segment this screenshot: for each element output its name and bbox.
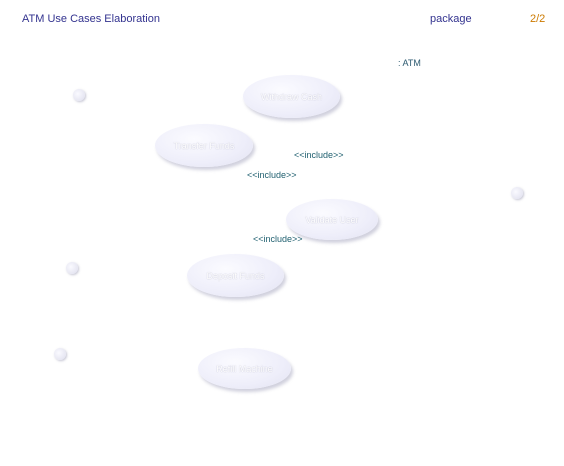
- include-label: <<include>>: [247, 170, 297, 180]
- actor-icon[interactable]: [511, 187, 523, 199]
- use-case-withdraw-cash[interactable]: Withdraw Cash: [243, 75, 340, 118]
- actor-icon[interactable]: [66, 262, 78, 274]
- diagram-kind-label: package: [430, 13, 472, 25]
- include-label: <<include>>: [294, 150, 344, 160]
- use-case-deposit-funds[interactable]: Deposit Funds: [187, 254, 284, 297]
- use-case-validate-user[interactable]: Validate User: [286, 199, 378, 240]
- diagram-title: ATM Use Cases Elaboration: [22, 13, 160, 25]
- system-boundary-label: : ATM: [398, 58, 421, 68]
- use-case-label: Deposit Funds: [206, 270, 265, 281]
- use-case-label: Transfer Funds: [173, 140, 235, 151]
- actor-icon[interactable]: [73, 89, 85, 101]
- use-case-transfer-funds[interactable]: Transfer Funds: [155, 124, 253, 167]
- use-case-label: Validate User: [305, 214, 359, 225]
- include-label: <<include>>: [253, 234, 303, 244]
- use-case-label: Withdraw Cash: [260, 91, 323, 102]
- use-case-refill-machine[interactable]: Refill Machine: [198, 348, 291, 389]
- page-number: 2/2: [530, 13, 546, 25]
- actor-icon[interactable]: [54, 348, 66, 360]
- use-case-label: Refill Machine: [216, 363, 273, 374]
